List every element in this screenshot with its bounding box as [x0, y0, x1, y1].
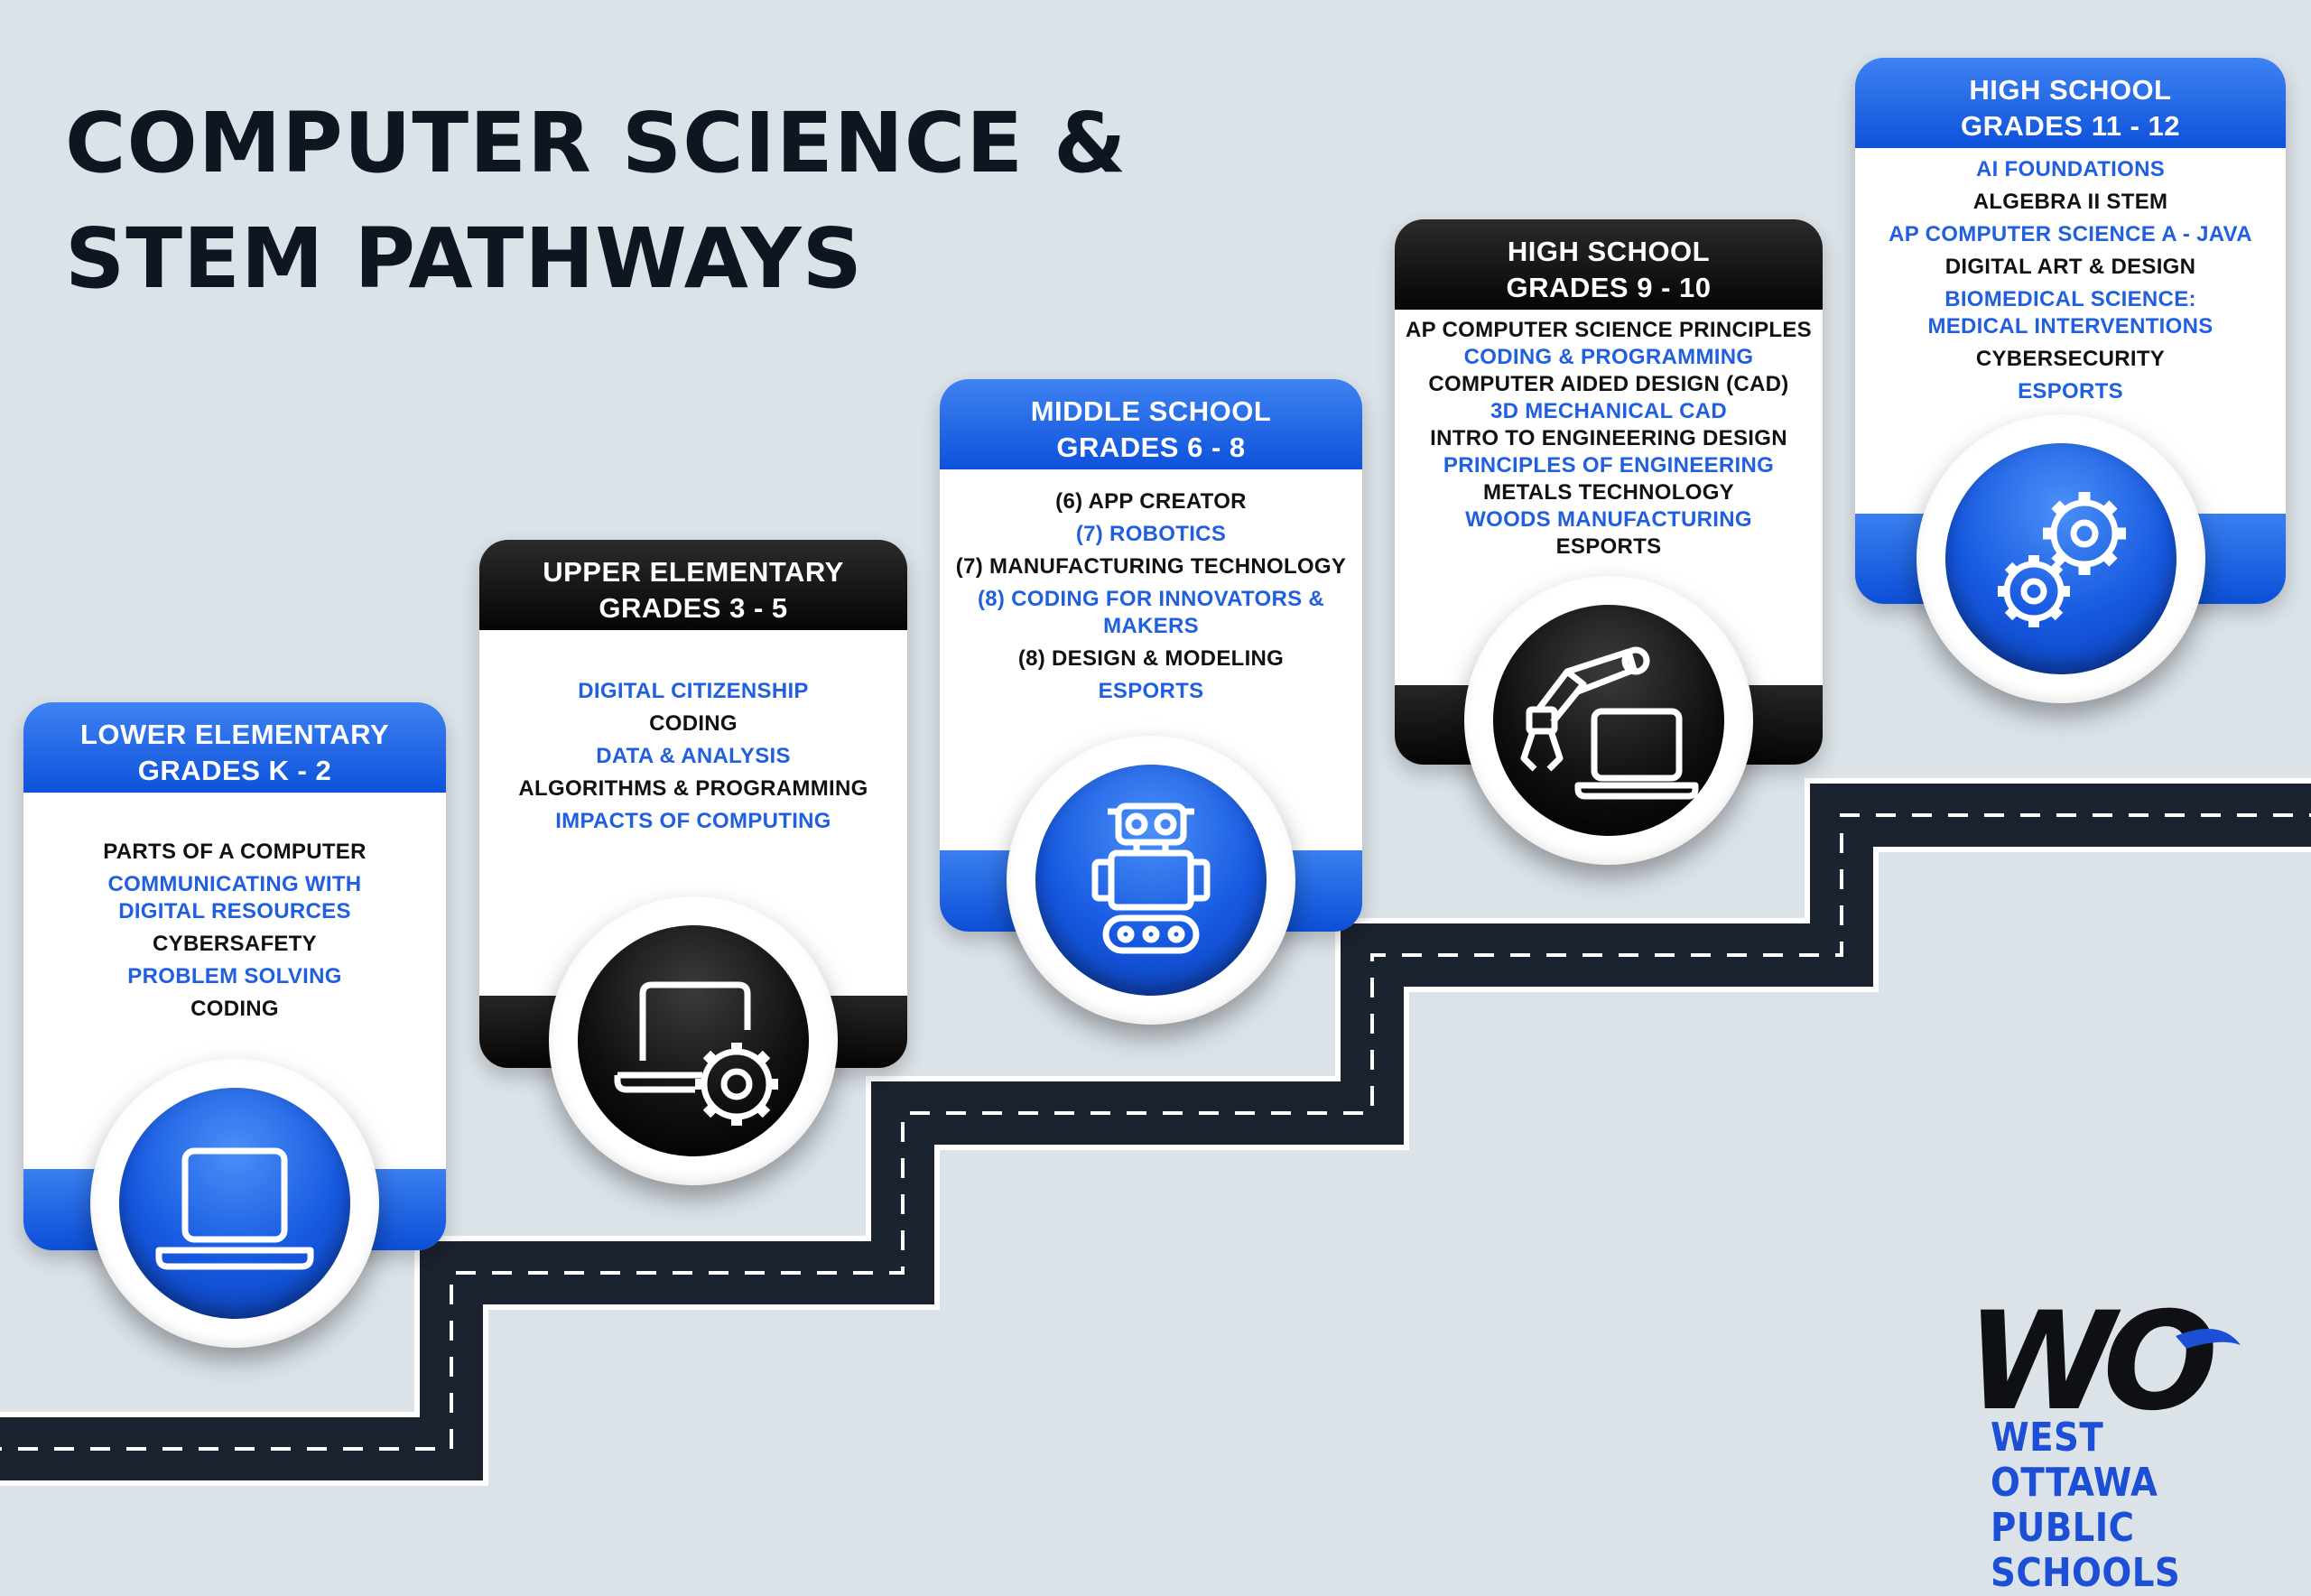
course-item: (8) CODING FOR INNOVATORS & MAKERS [977, 587, 1325, 638]
course-item: ESPORTS [1555, 534, 1662, 559]
robotic-arm-laptop-icon [1520, 646, 1699, 800]
stage-upper-elementary: UPPER ELEMENTARY GRADES 3 - 5 DIGITAL CI… [479, 540, 907, 1185]
course-item: METALS TECHNOLOGY [1483, 480, 1734, 505]
card-header-line-2: GRADES 9 - 10 [1506, 272, 1712, 303]
card-header-line-1: UPPER ELEMENTARY [543, 556, 844, 588]
course-item: CYBERSECURITY [1975, 347, 2166, 371]
course-list: AI FOUNDATIONS ALGEBRA II STEM AP COMPUT… [1855, 148, 2286, 408]
course-item: CYBERSAFETY [153, 932, 317, 956]
card-header-line-2: GRADES 6 - 8 [1056, 431, 1246, 463]
logo-line-2: PUBLIC SCHOOLS [1991, 1505, 2181, 1596]
course-item: ALGEBRA II STEM [1972, 190, 2168, 214]
west-ottawa-logo: WO [1966, 1284, 2241, 1441]
course-item: (7) ROBOTICS [1075, 522, 1227, 546]
course-item: AI FOUNDATIONS [1975, 157, 2166, 181]
gears-icon [1998, 492, 2126, 627]
card-header-line-2: GRADES K - 2 [137, 755, 332, 786]
course-list: AP COMPUTER SCIENCE PRINCIPLES CODING & … [1395, 310, 1823, 561]
logo-wordmark: WEST OTTAWA PUBLIC SCHOOLS [1991, 1415, 2245, 1596]
card-header-line-1: MIDDLE SCHOOL [1030, 395, 1272, 427]
logo-line-1: WEST OTTAWA [1991, 1415, 2158, 1506]
robot-icon [1091, 803, 1211, 954]
course-item: INTRO TO ENGINEERING DESIGN [1430, 426, 1787, 450]
card-header-line-1: HIGH SCHOOL [1969, 74, 2172, 106]
icon-medallion [90, 1059, 379, 1348]
course-item: DIGITAL CITIZENSHIP [578, 679, 809, 703]
card-header: LOWER ELEMENTARY GRADES K - 2 [23, 702, 446, 793]
course-item: ALGORITHMS & PROGRAMMING [518, 776, 868, 801]
card-header: MIDDLE SCHOOL GRADES 6 - 8 [940, 379, 1362, 469]
course-item: PARTS OF A COMPUTER [103, 840, 367, 864]
stage-middle-school: MIDDLE SCHOOL GRADES 6 - 8 (6) APP CREAT… [940, 379, 1362, 1025]
course-item: 3D MECHANICAL CAD [1490, 399, 1727, 423]
course-item: CODING & PROGRAMMING [1463, 345, 1754, 369]
course-list: (6) APP CREATOR (7) ROBOTICS (7) MANUFAC… [940, 469, 1362, 708]
course-item: PROBLEM SOLVING [127, 964, 342, 988]
card-header-line-1: HIGH SCHOOL [1507, 236, 1711, 267]
logo-monogram: WO [1966, 1284, 2214, 1441]
course-item: COMPUTER AIDED DESIGN (CAD) [1428, 372, 1789, 396]
icon-medallion [1007, 736, 1295, 1025]
course-item: CODING [649, 711, 738, 736]
icon-medallion [549, 896, 838, 1185]
card-header: UPPER ELEMENTARY GRADES 3 - 5 [479, 540, 907, 630]
laptop-icon [155, 1147, 314, 1270]
page-title: COMPUTER SCIENCE & STEM PATHWAYS [65, 86, 1127, 317]
course-item: COMMUNICATING WITH DIGITAL RESOURCES [107, 872, 362, 923]
course-item: BIOMEDICAL SCIENCE: MEDICAL INTERVENTION… [1927, 287, 2214, 339]
course-item: AP COMPUTER SCIENCE A - JAVA [1889, 222, 2252, 246]
icon-medallion [1917, 414, 2205, 703]
course-item: DATA & ANALYSIS [596, 744, 791, 768]
card-header: HIGH SCHOOL GRADES 11 - 12 [1855, 58, 2286, 148]
stage-high-school-11-12: HIGH SCHOOL GRADES 11 - 12 AI FOUNDATION… [1855, 58, 2286, 703]
stage-high-school-9-10: HIGH SCHOOL GRADES 9 - 10 AP COMPUTER SC… [1395, 219, 1823, 865]
card-header-line-1: LOWER ELEMENTARY [79, 719, 390, 750]
icon-medallion [1464, 576, 1753, 865]
stage-lower-elementary: LOWER ELEMENTARY GRADES K - 2 PARTS OF A… [23, 702, 446, 1348]
card-header-line-2: GRADES 11 - 12 [1960, 110, 2181, 142]
course-item: PRINCIPLES OF ENGINEERING [1443, 453, 1775, 478]
course-item: ESPORTS [2018, 379, 2123, 404]
title-line-1: COMPUTER SCIENCE & [65, 95, 1128, 191]
course-item: (7) MANUFACTURING TECHNOLOGY [955, 554, 1347, 579]
course-item: (6) APP CREATOR [1055, 489, 1247, 514]
laptop-gear-icon [614, 981, 778, 1126]
course-item: CODING [190, 997, 279, 1021]
course-item: AP COMPUTER SCIENCE PRINCIPLES [1406, 318, 1812, 342]
course-item: (8) DESIGN & MODELING [1017, 646, 1285, 671]
course-item: IMPACTS OF COMPUTING [555, 809, 831, 833]
course-item: DIGITAL ART & DESIGN [1944, 255, 2196, 279]
course-list: DIGITAL CITIZENSHIP CODING DATA & ANALYS… [479, 630, 907, 838]
course-item: ESPORTS [1098, 679, 1204, 703]
title-line-2: STEM PATHWAYS [65, 210, 863, 307]
course-list: PARTS OF A COMPUTER COMMUNICATING WITH D… [23, 793, 446, 1025]
course-item: WOODS MANUFACTURING [1465, 507, 1752, 532]
card-header-line-2: GRADES 3 - 5 [599, 592, 788, 624]
staircase-road [0, 778, 2311, 1486]
card-header: HIGH SCHOOL GRADES 9 - 10 [1395, 219, 1823, 310]
pathway-card: HIGH SCHOOL GRADES 11 - 12 AI FOUNDATION… [1855, 58, 2286, 604]
